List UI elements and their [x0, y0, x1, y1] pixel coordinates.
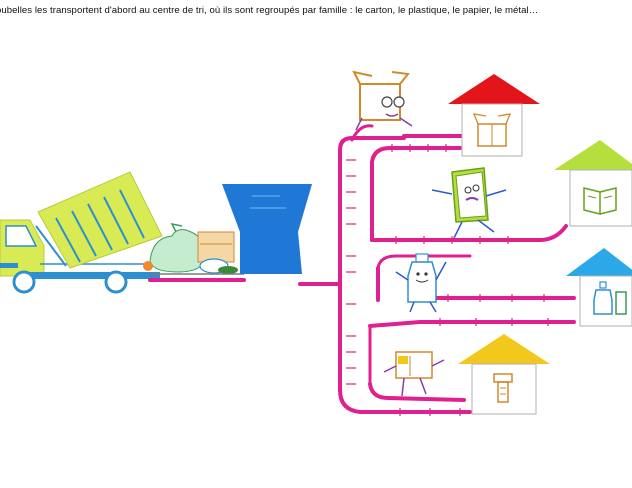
house-papier	[554, 140, 632, 227]
book-icon	[583, 187, 617, 215]
garbage-pile-icon	[143, 222, 244, 275]
box-icon	[472, 113, 512, 147]
caption-text: oubelles les transportent d'abord au cen…	[0, 5, 539, 16]
house-carton	[448, 74, 540, 157]
can-icon	[493, 373, 513, 403]
conveyor-rollers	[346, 144, 549, 416]
bottle-icon	[593, 281, 627, 315]
truck-icon	[0, 171, 163, 294]
book-character-icon	[431, 167, 507, 239]
carton-character-icon	[352, 70, 413, 131]
can-character-icon	[383, 351, 445, 397]
bottle-character-icon	[395, 253, 447, 313]
conveyor-belt	[148, 124, 576, 414]
house-plastique	[566, 248, 632, 327]
house-metal	[458, 334, 550, 415]
hopper-icon	[222, 184, 312, 274]
